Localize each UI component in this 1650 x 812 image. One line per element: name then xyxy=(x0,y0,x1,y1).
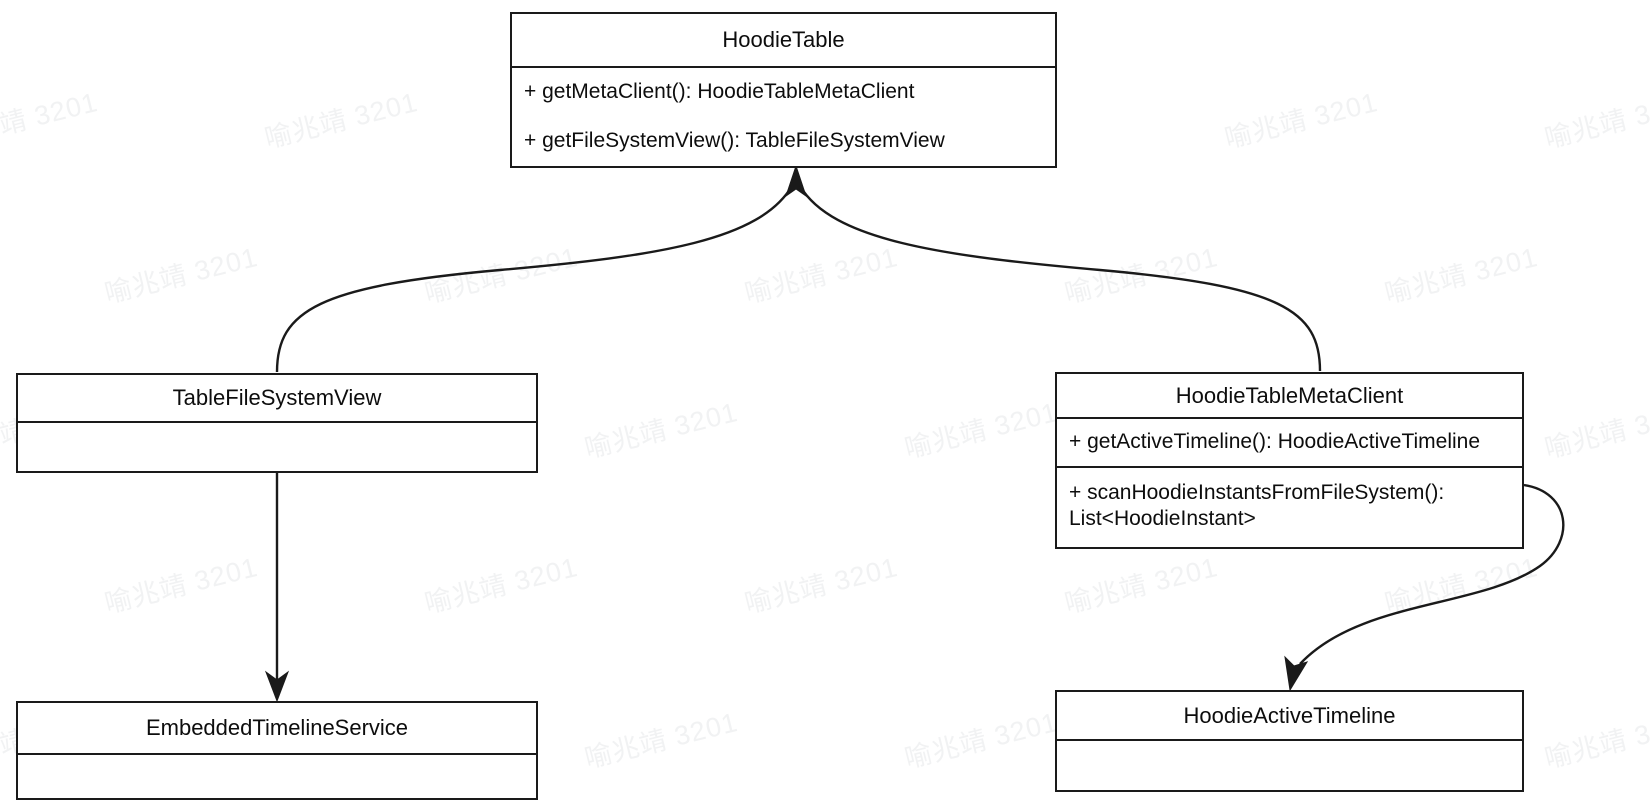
class-title-hoodie-active-timeline: HoodieActiveTimeline xyxy=(1057,692,1522,741)
watermark-text: 喻兆靖 3201 xyxy=(901,706,1061,774)
class-title-embedded-timeline-service: EmbeddedTimelineService xyxy=(18,703,536,755)
class-members-hoodie-table: + getMetaClient(): HoodieTableMetaClient… xyxy=(512,68,1055,166)
watermark-text: 喻兆靖 3201 xyxy=(0,86,101,154)
edge-tablefilesystemview-to-embeddedtimelineservice xyxy=(264,473,290,703)
edge-hoodietablemetaclient-to-hoodietable xyxy=(798,185,1322,372)
watermark-text: 喻兆靖 3201 xyxy=(421,551,581,619)
watermark-text: 喻兆靖 3201 xyxy=(1381,551,1541,619)
watermark-text: 喻兆靖 3201 xyxy=(901,396,1061,464)
class-box-hoodie-table[interactable]: HoodieTable + getMetaClient(): HoodieTab… xyxy=(510,12,1057,168)
class-member: + getActiveTimeline(): HoodieActiveTimel… xyxy=(1069,430,1481,454)
watermark-text: 喻兆靖 3201 xyxy=(1061,551,1221,619)
watermark-text: 喻兆靖 3201 xyxy=(1061,241,1221,309)
watermark-text: 喻兆靖 3201 xyxy=(261,86,421,154)
watermark-text: 喻兆靖 3201 xyxy=(420,0,581,1)
watermark-text: 喻兆靖 3201 xyxy=(1541,396,1650,464)
watermark-text: 喻兆靖 3201 xyxy=(581,706,741,774)
class-title-hoodie-table-meta-client: HoodieTableMetaClient xyxy=(1057,374,1522,419)
watermark-text: 喻兆靖 3201 xyxy=(581,396,741,464)
class-members-embedded-timeline-service xyxy=(18,755,536,798)
class-title-table-file-system-view: TableFileSystemView xyxy=(18,375,536,423)
class-members-hoodie-table-meta-client: + getActiveTimeline(): HoodieActiveTimel… xyxy=(1057,419,1522,547)
watermark-text: 喻兆靖 3201 xyxy=(1541,86,1650,154)
watermark-text: 喻兆靖 3201 xyxy=(741,241,901,309)
class-box-embedded-timeline-service[interactable]: EmbeddedTimelineService xyxy=(16,701,538,800)
watermark-text: 喻兆靖 3201 xyxy=(1380,0,1541,1)
class-member: + getFileSystemView(): TableFileSystemVi… xyxy=(524,129,945,153)
class-members-table-file-system-view xyxy=(18,423,536,471)
watermark-text: 喻兆靖 3201 xyxy=(1381,241,1541,309)
class-box-hoodie-table-meta-client[interactable]: HoodieTableMetaClient + getActiveTimelin… xyxy=(1055,372,1524,549)
watermark-text: 喻兆靖 3201 xyxy=(101,241,261,309)
class-box-table-file-system-view[interactable]: TableFileSystemView xyxy=(16,373,538,473)
edge-tablefilesystemview-to-hoodietable xyxy=(275,164,807,373)
class-member: + scanHoodieInstantsFromFileSystem(): Li… xyxy=(1057,466,1522,547)
watermark-text: 喻兆靖 3201 xyxy=(1541,706,1650,774)
class-member: + getMetaClient(): HoodieTableMetaClient xyxy=(524,80,915,104)
watermark-text: 喻兆靖 3201 xyxy=(741,551,901,619)
watermark-text: 喻兆靖 3201 xyxy=(1221,86,1381,154)
watermark-text: 喻兆靖 3201 xyxy=(100,0,261,1)
class-title-hoodie-table: HoodieTable xyxy=(512,14,1055,68)
watermark-text: 喻兆靖 3201 xyxy=(740,0,901,1)
watermark-text: 喻兆靖 3201 xyxy=(101,551,261,619)
watermark-text: 喻兆靖 3201 xyxy=(421,241,581,309)
class-box-hoodie-active-timeline[interactable]: HoodieActiveTimeline xyxy=(1055,690,1524,792)
class-members-hoodie-active-timeline xyxy=(1057,741,1522,790)
watermark-text: 喻兆靖 3201 xyxy=(1060,0,1221,1)
